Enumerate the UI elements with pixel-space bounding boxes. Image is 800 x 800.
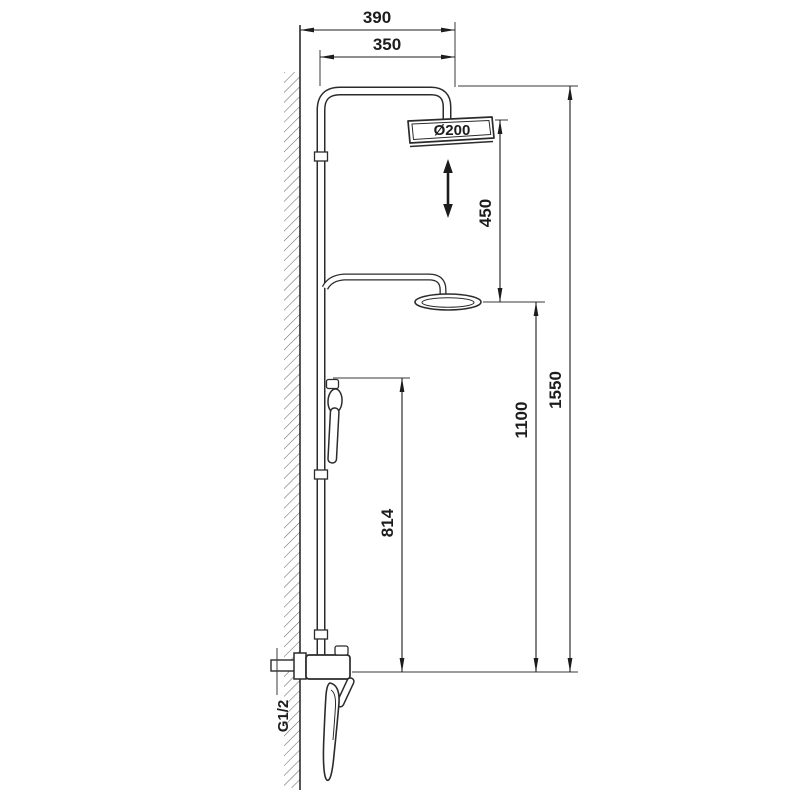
mixer-body bbox=[305, 654, 351, 680]
inlet-stub bbox=[270, 659, 297, 672]
height-adjust-arrow-down bbox=[443, 204, 453, 218]
dim-814-label: 814 bbox=[378, 508, 397, 537]
dim-1100-label: 1100 bbox=[512, 402, 531, 439]
inlet-thread-label: G1/2 bbox=[275, 700, 292, 733]
wall-hatching bbox=[284, 72, 300, 788]
height-adjust-arrow-up bbox=[443, 159, 453, 173]
riser-pipe-outline bbox=[316, 86, 452, 660]
overhead-shower-head-inner bbox=[411, 120, 492, 140]
pipe-coupling-middle bbox=[313, 469, 329, 480]
handset-wand-detail bbox=[330, 689, 337, 741]
handset-wand bbox=[322, 682, 340, 782]
hand-shower-bracket bbox=[325, 378, 340, 390]
head-diameter-label: Ø200 bbox=[434, 122, 471, 139]
pipe-coupling-upper bbox=[313, 151, 329, 162]
lower-shower-head-inner bbox=[421, 297, 475, 308]
hand-shower-handle bbox=[327, 407, 340, 464]
lower-arm-fill bbox=[323, 274, 446, 295]
dim-390-label: 390 bbox=[363, 8, 391, 27]
diverter-knob bbox=[334, 645, 349, 656]
dim-1550-label: 1550 bbox=[546, 371, 565, 409]
lower-arm-outline bbox=[321, 273, 447, 295]
overhead-shower-faceplate bbox=[409, 140, 494, 148]
riser-pipe-fill bbox=[318, 88, 450, 660]
dim-450-label: 450 bbox=[476, 199, 495, 227]
hand-shower bbox=[327, 388, 343, 464]
pipe-coupling-lower bbox=[313, 629, 329, 640]
wall-union-flange bbox=[293, 652, 307, 680]
dim-350-label: 350 bbox=[373, 35, 401, 54]
